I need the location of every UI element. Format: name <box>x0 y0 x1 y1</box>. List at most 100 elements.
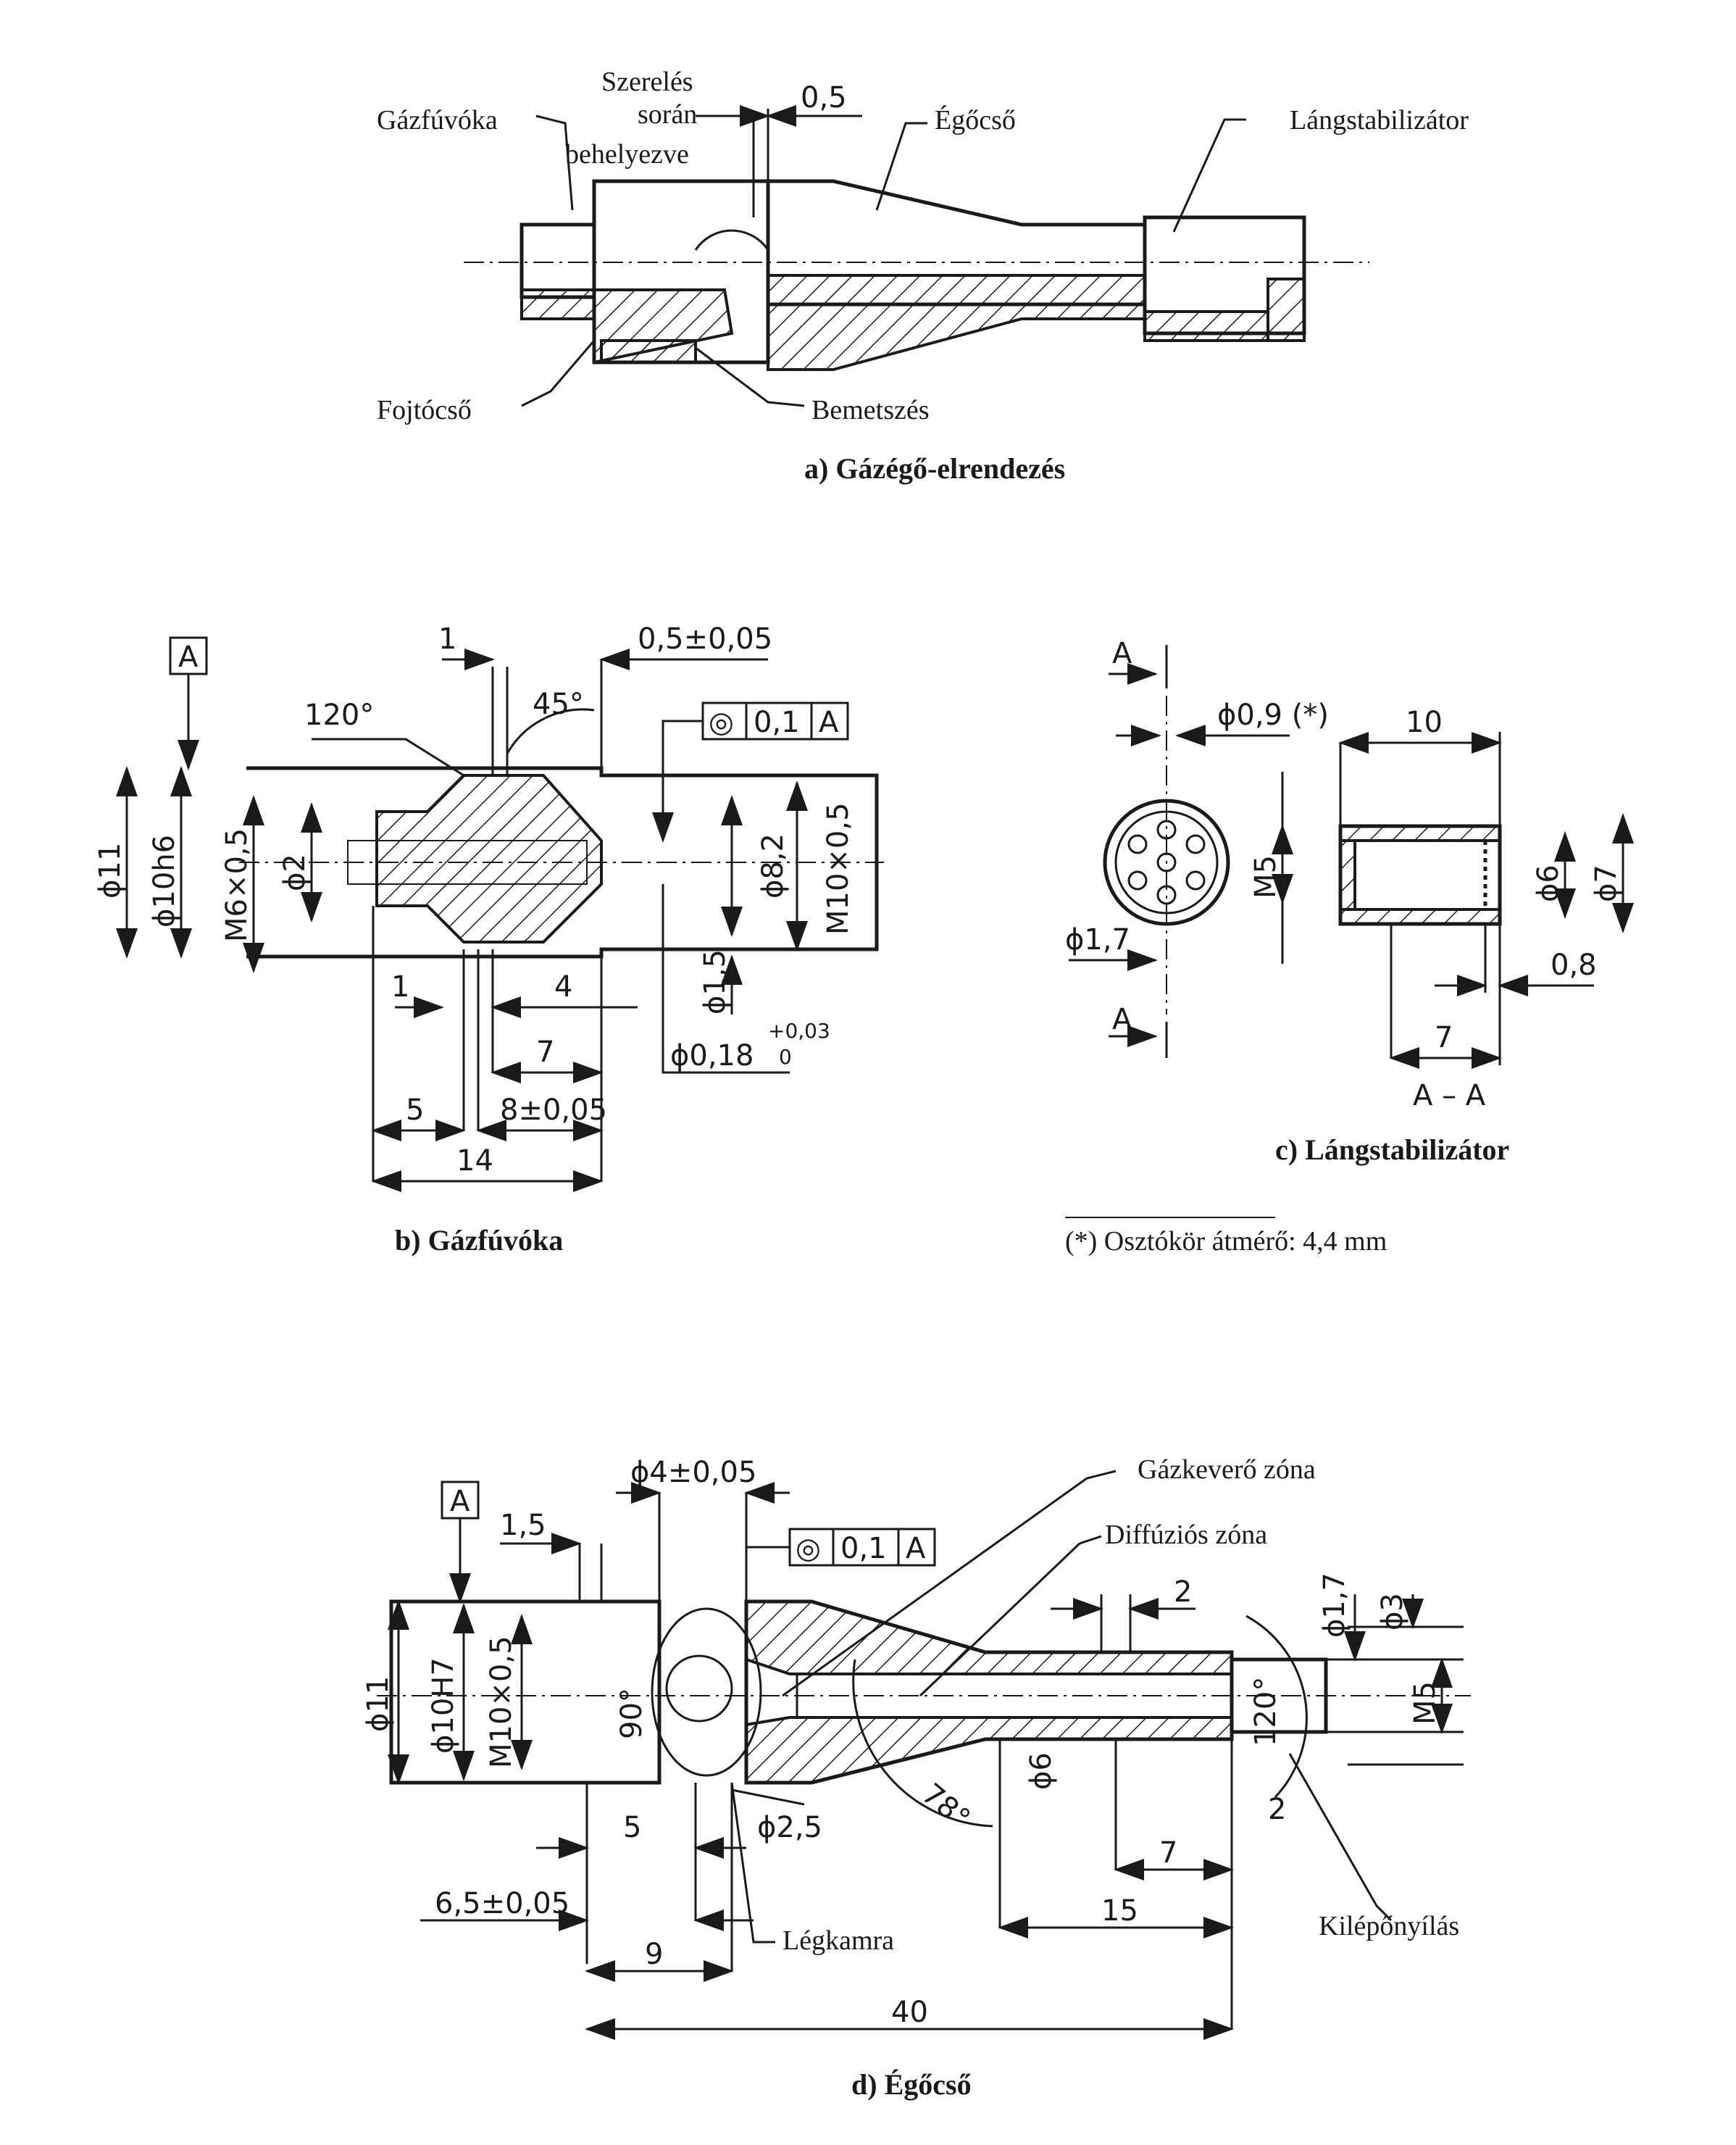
dim-phi018-tol-up: +0,03 <box>768 1019 830 1043</box>
dim-phi11-d: ϕ11 <box>362 1676 395 1732</box>
leader-gazfuvoka <box>535 114 574 211</box>
section-a-top: A <box>1112 637 1132 670</box>
tol-symbol: ◎ <box>709 706 734 739</box>
dim-1-top: 1 <box>438 622 456 656</box>
hole-2 <box>1185 834 1206 854</box>
dim-8: 8±0,05 <box>500 1094 607 1127</box>
air-chamber-arc <box>694 229 769 251</box>
label-szereles-1: Szerelés <box>601 67 693 97</box>
burner-tube-hatch <box>767 274 1146 371</box>
hole-3 <box>1185 870 1206 891</box>
label-fojtocso: Fojtócső <box>377 395 472 425</box>
dim-phi09: ϕ0,9 (*) <box>1217 699 1329 732</box>
dim-phi018-tol-lo: 0 <box>779 1045 792 1069</box>
datum-a: A <box>178 641 199 674</box>
tol-symbol-d: ◎ <box>796 1532 821 1565</box>
label-gazfuvoka: Gázfúvóka <box>377 105 498 136</box>
dim-phi6-d: ϕ6 <box>1025 1752 1058 1790</box>
leader-gazkevero <box>782 1470 1117 1697</box>
dim-5: 5 <box>406 1094 424 1127</box>
angle-90: 90° <box>615 1688 648 1739</box>
dim-phi15: ϕ1,5 <box>698 949 732 1015</box>
stabilizer-end-view-inner <box>1114 810 1219 915</box>
dim-phi82: ϕ8,2 <box>756 833 790 899</box>
section-a-bot: A <box>1112 1003 1132 1036</box>
dim-phi018-leader <box>662 884 790 1074</box>
label-diffuzios: Diffúziós zóna <box>1105 1520 1267 1550</box>
dim-10: 10 <box>1406 706 1443 739</box>
label-szereles-3: behelyezve <box>565 139 689 170</box>
nozzle-bore <box>347 840 588 885</box>
nozzle-hatch <box>375 774 603 944</box>
angle-120-d: 120° <box>1249 1677 1282 1746</box>
leader-legkamra <box>730 1782 775 1944</box>
dim-65: 6,5±0,05 <box>435 1887 569 1920</box>
dim-08: 0,8 <box>1551 949 1597 982</box>
dim-7-c: 7 <box>1435 1021 1453 1054</box>
dim-40: 40 <box>891 1996 928 2029</box>
dim-m10-d: M10×0,5 <box>485 1636 518 1768</box>
dim-phi2: ϕ2 <box>278 854 312 891</box>
dim-2-top: 2 <box>1174 1575 1192 1609</box>
stabilizer-hatch <box>1143 310 1269 342</box>
leader-phi25 <box>731 1788 805 1806</box>
leader-diffuzios <box>919 1535 1102 1697</box>
dim-phi25: ϕ2,5 <box>757 1811 822 1844</box>
label-gazkevero: Gázkeverő zóna <box>1138 1454 1316 1485</box>
section-hatch-top <box>1339 825 1501 842</box>
dim-phi6: ϕ6 <box>1532 865 1565 902</box>
section-label: A – A <box>1413 1079 1486 1112</box>
leader-langstab <box>1172 118 1246 233</box>
dim-15: 1,5 <box>500 1509 546 1542</box>
leader-kilepo <box>1288 1753 1393 1922</box>
dim-7: 7 <box>536 1036 554 1069</box>
throttle-hatch-2 <box>600 339 697 364</box>
dim-9: 9 <box>645 1938 663 1971</box>
section-hatch-left <box>1339 839 1356 911</box>
center-hole <box>1156 852 1177 872</box>
stabilizer-end-view-outer <box>1103 799 1230 926</box>
dim-phi10h6: ϕ10h6 <box>148 835 181 928</box>
dim-phi17: ϕ1,7 <box>1065 923 1130 957</box>
dim-phi10h7: ϕ10H7 <box>427 1657 460 1754</box>
label-szereles-2: során <box>638 99 697 130</box>
dim-7-d: 7 <box>1159 1836 1177 1870</box>
label-egocso: Égőcső <box>935 105 1016 136</box>
gas-nozzle-hatch <box>520 288 596 320</box>
hole-6 <box>1127 834 1148 854</box>
dim-4: 4 <box>554 970 572 1004</box>
hole-4 <box>1156 885 1177 905</box>
angle-120: 120° <box>304 699 374 732</box>
angle-120-leader <box>312 738 464 777</box>
angle-78: 78° <box>916 1777 977 1836</box>
dim-phi4: ϕ4±0,05 <box>630 1456 756 1489</box>
angle-120-arc <box>1245 1615 1308 1799</box>
caption-b: b) Gázfúvóka <box>395 1224 563 1257</box>
gas-nozzle-shape <box>519 222 596 299</box>
dim-15b: 15 <box>1101 1894 1138 1928</box>
tol-datum: A <box>819 706 839 739</box>
tube-hatch-top <box>745 1600 1233 1675</box>
datum-a-d: A <box>450 1485 470 1518</box>
dim-14: 14 <box>456 1144 493 1178</box>
dim-05: 0,5 <box>801 81 847 114</box>
dim-phi17-d: ϕ1,7 <box>1318 1573 1351 1638</box>
panel-d-burner-tube: A ◎ 0,1 A Gázkeverő zóna Diffúziós zóna <box>362 1454 1471 2101</box>
angle-45-arc <box>506 708 595 754</box>
dim-5-d: 5 <box>623 1811 641 1844</box>
footnote: (*) Osztókör átmérő: 4,4 mm <box>1065 1226 1387 1257</box>
panel-c-flame-stabilizer: A A ϕ0,9 (*) 10 M5 ϕ <box>1065 637 1634 1257</box>
label-kilepo: Kilépőnyílás <box>1319 1911 1459 1941</box>
caption-a: a) Gázégő-elrendezés <box>804 452 1065 485</box>
stabilizer-hatch-2 <box>1266 278 1306 342</box>
dim-m5: M5 <box>1249 855 1282 899</box>
label-bemetszes: Bemetszés <box>811 395 930 425</box>
dim-phi018: ϕ0,18 <box>670 1039 754 1072</box>
label-legkamra: Légkamra <box>783 1925 894 1956</box>
air-chamber-hole <box>665 1654 733 1723</box>
tol-value-d: 0,1 <box>840 1532 887 1565</box>
leader-fojtocso <box>521 340 596 407</box>
caption-c: c) Lángstabilizátor <box>1275 1133 1509 1166</box>
diffusion-channel <box>796 1673 1233 1719</box>
